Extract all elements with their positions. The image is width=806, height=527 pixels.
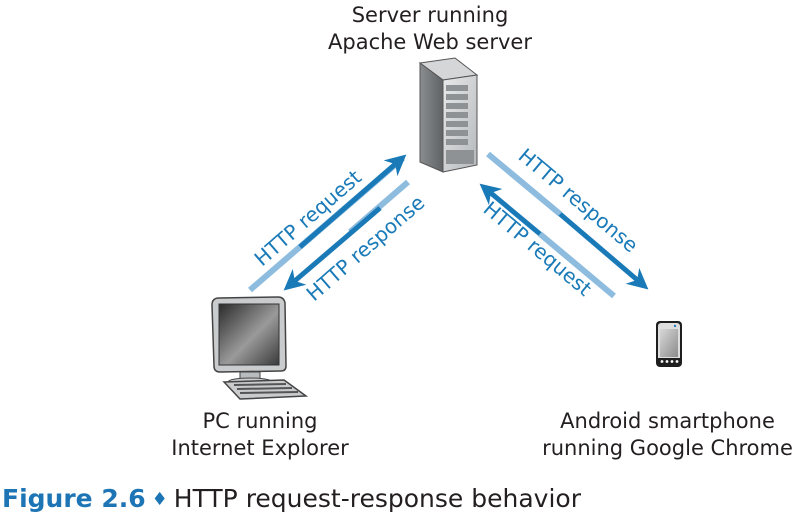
server-label-line2: Apache Web server bbox=[328, 30, 532, 54]
smartphone-icon bbox=[656, 321, 682, 367]
pc-label: PC running Internet Explorer bbox=[140, 408, 380, 462]
phone-response-arrow bbox=[558, 212, 649, 290]
pc-label-line2: Internet Explorer bbox=[171, 436, 349, 460]
pc-label-line1: PC running bbox=[202, 409, 318, 433]
phone-response-line-light bbox=[486, 151, 562, 217]
phone-label-line1: Android smartphone bbox=[560, 409, 775, 433]
caption-text: HTTP request-response behavior bbox=[173, 484, 581, 513]
phone-label-line2: running Google Chrome bbox=[542, 436, 793, 460]
pc-response-arrow bbox=[283, 206, 382, 291]
server-label: Server running Apache Web server bbox=[290, 2, 570, 56]
pc-request-arrow-head bbox=[298, 154, 407, 249]
phone-request-line-light bbox=[538, 231, 616, 299]
figure-number: Figure 2.6 bbox=[2, 484, 146, 513]
phone-label: Android smartphone running Google Chrome bbox=[525, 408, 806, 462]
server-label-line1: Server running bbox=[351, 3, 509, 27]
diamond-separator-icon: ♦ bbox=[151, 489, 168, 510]
desktop-computer-icon bbox=[211, 296, 309, 400]
phone-request-arrow bbox=[479, 183, 542, 236]
server-tower-icon bbox=[418, 57, 479, 173]
figure-caption: Figure 2.6♦HTTP request-response behavio… bbox=[2, 484, 581, 513]
